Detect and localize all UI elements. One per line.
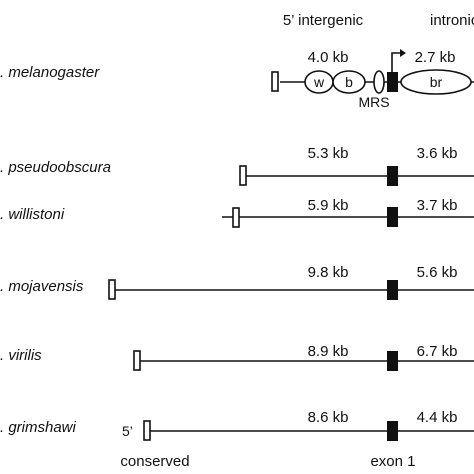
b-label: b: [345, 74, 353, 90]
intergenic-length-label: 9.8 kb: [308, 264, 349, 281]
b-element: [332, 70, 366, 94]
row-willistoni: . willistoni 5.9 kb 3.7 kb: [0, 197, 474, 228]
species-label: . mojavensis: [0, 278, 84, 295]
br-label: br: [430, 74, 443, 90]
exon1-box: [387, 351, 398, 371]
intronic-length-label: 4.4 kb: [417, 409, 458, 426]
species-label: . virilis: [0, 347, 42, 364]
exon1-box: [387, 280, 398, 300]
exon1-box: [387, 166, 398, 186]
intronic-length-label: 3.7 kb: [417, 197, 458, 214]
mrs-element: [373, 70, 385, 94]
exon1-label: exon 1: [370, 453, 415, 470]
row-mojavensis: . mojavensis 9.8 kb 5.6 kb: [0, 264, 474, 300]
intergenic-length-label: 4.0 kb: [308, 49, 349, 66]
conserved-element-box: [271, 71, 279, 92]
header-intronic: intronic: [430, 12, 474, 29]
conserved-element-box: [232, 207, 240, 228]
intergenic-length-label: 5.9 kb: [308, 197, 349, 214]
row-grimshawi: . grimshawi 8.6 kb 4.4 kb 5’: [0, 409, 474, 441]
conserved-element-box: [143, 420, 151, 441]
species-label: . melanogaster: [0, 64, 100, 81]
br-element: [400, 69, 472, 95]
five-prime-label: 5’: [122, 423, 133, 439]
intergenic-length-label: 5.3 kb: [308, 145, 349, 162]
conserved-element-box: [108, 279, 116, 300]
row-melanogaster: . melanogaster 4.0 kb 2.7 kb w b MRS br: [0, 49, 474, 110]
species-label: . grimshawi: [0, 419, 77, 436]
intronic-length-label: 2.7 kb: [415, 49, 456, 66]
intronic-length-label: 6.7 kb: [417, 343, 458, 360]
row-virilis: . virilis 8.9 kb 6.7 kb: [0, 343, 474, 371]
row-pseudoobscura: . pseudoobscura 5.3 kb 3.6 kb: [0, 145, 474, 186]
exon1-box: [387, 72, 398, 92]
conserved-element-box: [133, 350, 141, 371]
intergenic-length-label: 8.9 kb: [308, 343, 349, 360]
mrs-label: MRS: [358, 94, 389, 110]
transcription-start-arrow: [391, 52, 402, 72]
header-intergenic: 5’ intergenic: [283, 12, 364, 29]
intronic-length-label: 5.6 kb: [417, 264, 458, 281]
exon1-box: [387, 207, 398, 227]
exon1-box: [387, 421, 398, 441]
intronic-length-label: 3.6 kb: [417, 145, 458, 162]
conserved-element-box: [239, 165, 247, 186]
conserved-label: conserved: [120, 453, 189, 470]
species-label: . willistoni: [0, 206, 65, 223]
w-label: w: [313, 74, 325, 90]
intergenic-length-label: 8.6 kb: [308, 409, 349, 426]
species-label: . pseudoobscura: [0, 159, 111, 176]
